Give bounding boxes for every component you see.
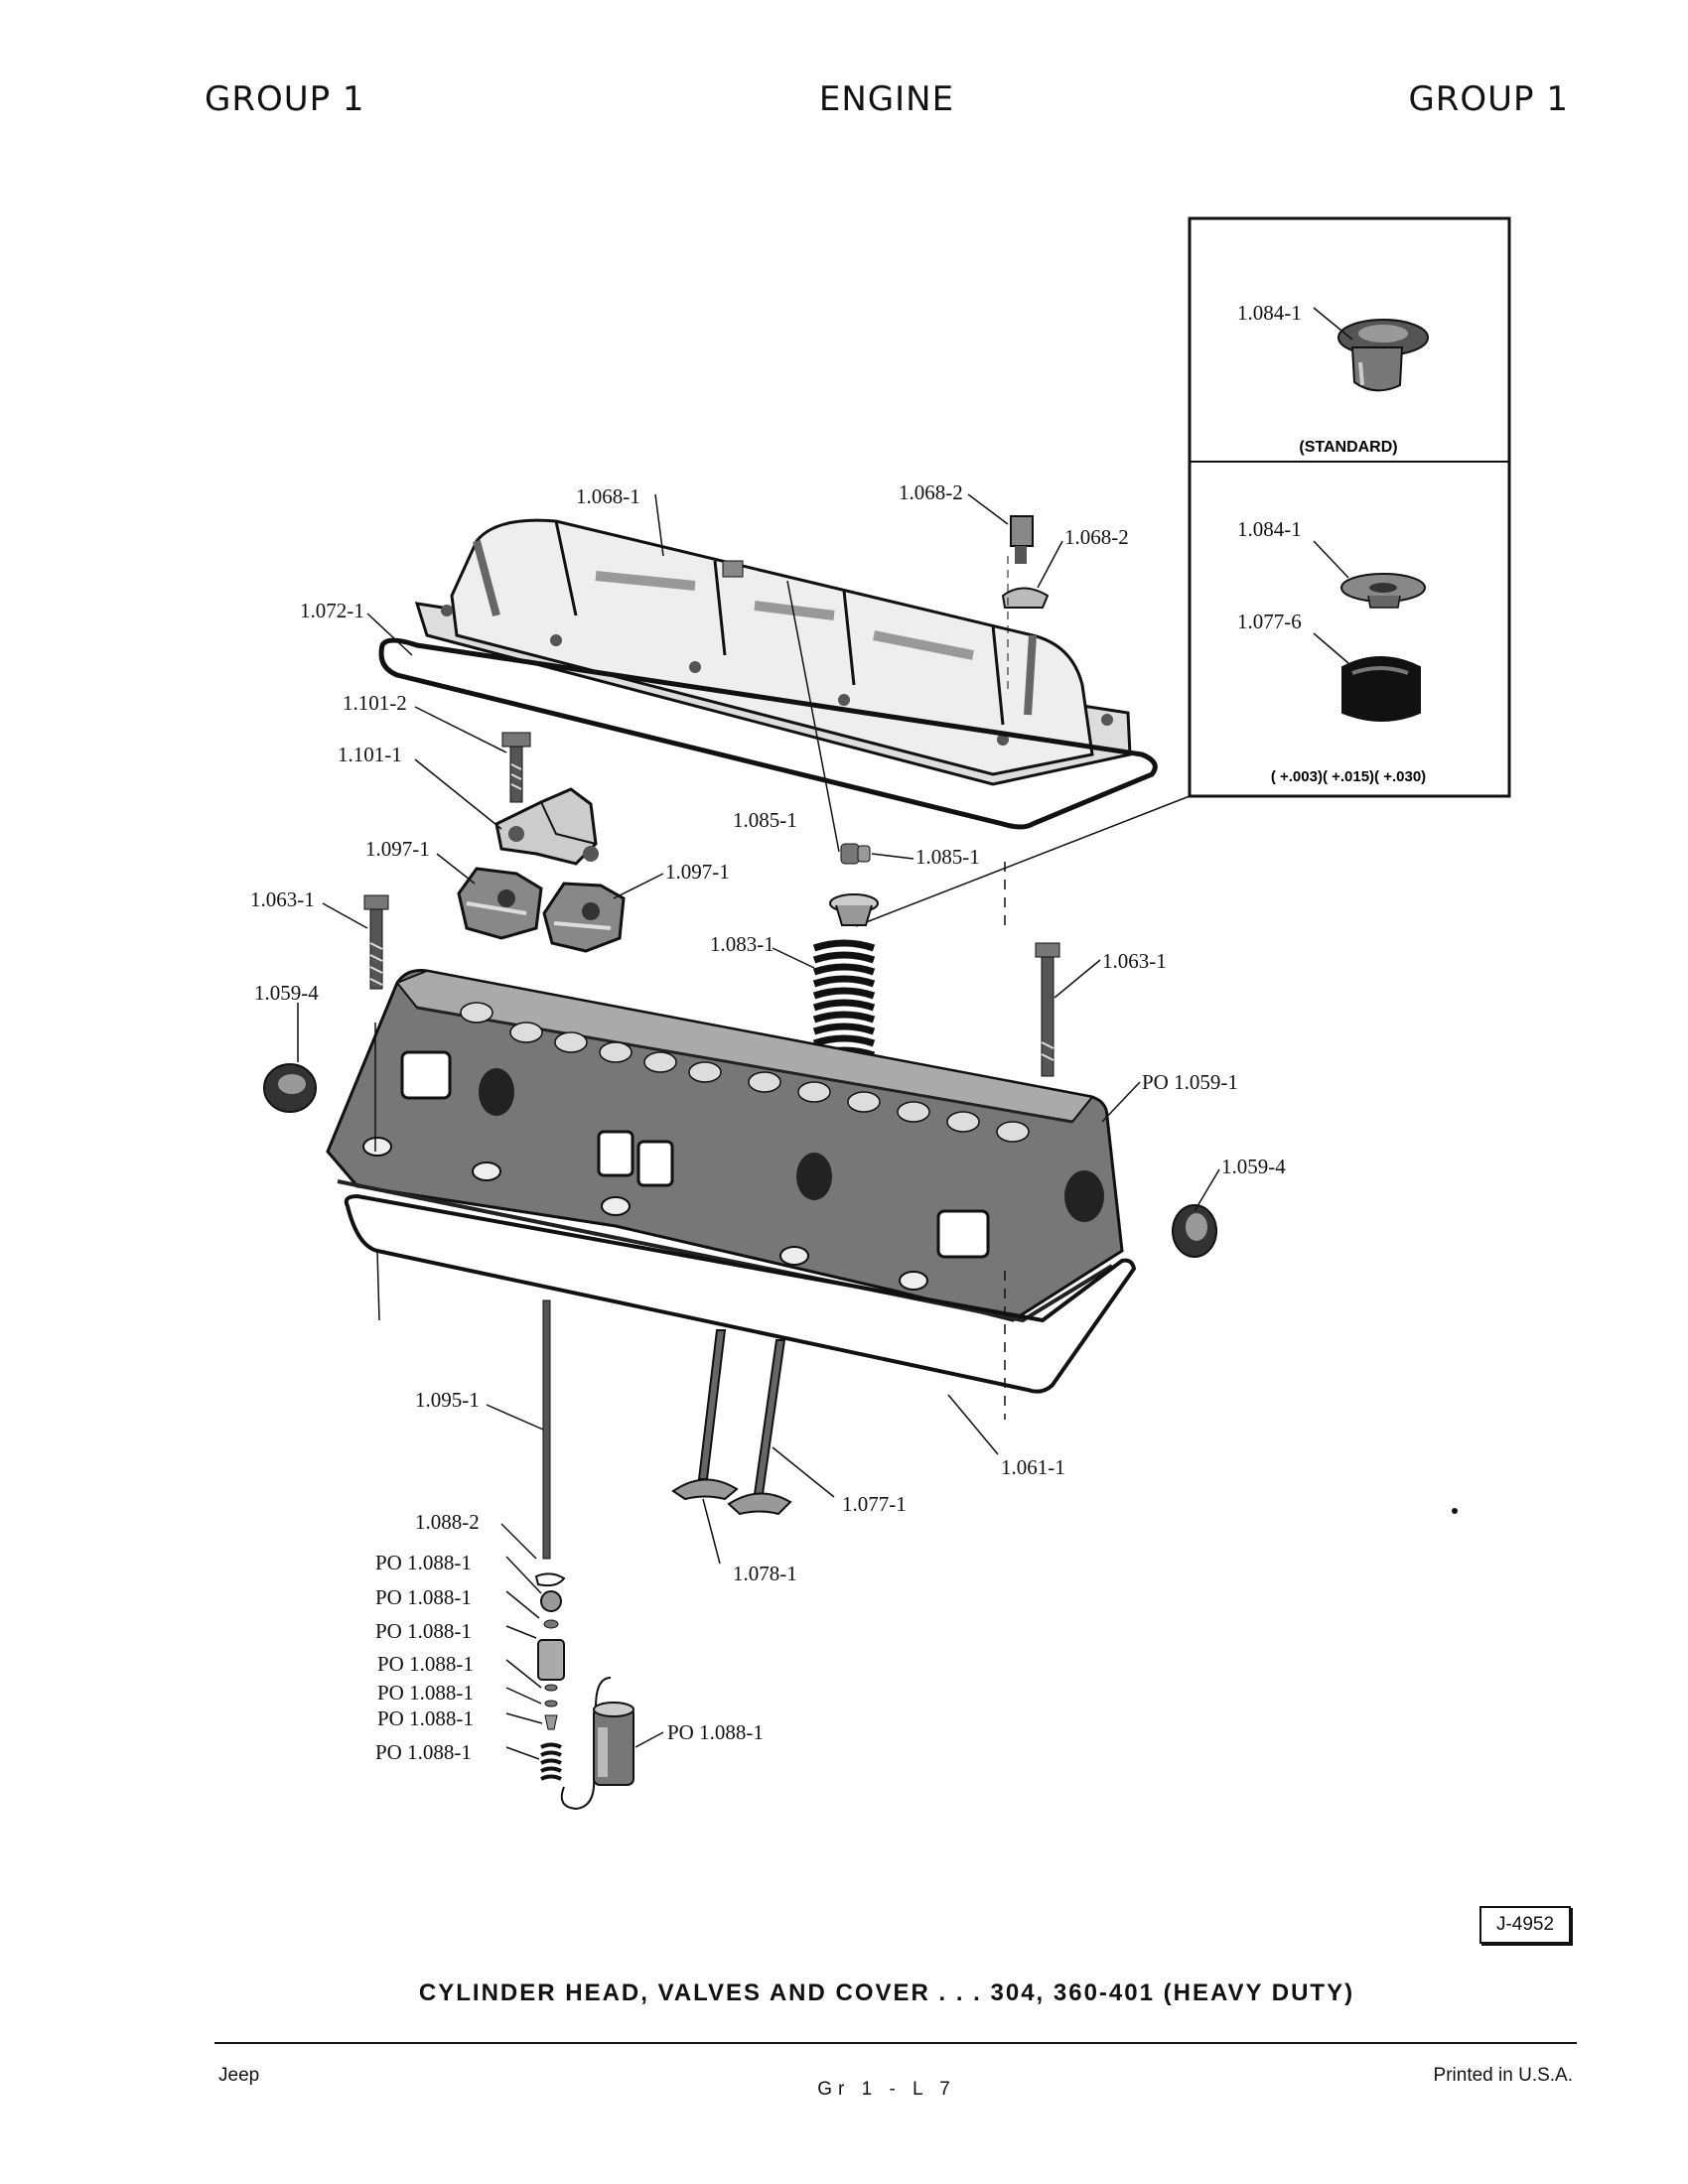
- callout-po-1.088-1-h: PO 1.088-1: [667, 1720, 764, 1744]
- breather-stud-illustration: [1001, 515, 1050, 609]
- callout-1.097-1-left: 1.097-1: [365, 837, 430, 861]
- section-header-engine: ENGINE: [818, 79, 955, 119]
- valve-shield-illustration: [1341, 656, 1421, 722]
- callout-1.063-1-left: 1.063-1: [250, 887, 315, 911]
- callout-1.085-1-upper: 1.085-1: [733, 808, 797, 832]
- callout-po-1.088-1-a: PO 1.088-1: [375, 1551, 472, 1574]
- valve-spring-illustration: [812, 939, 876, 1062]
- callout-1.068-2-stud: 1.068-2: [899, 480, 963, 504]
- hydraulic-lifter-parts-illustration: [534, 1572, 612, 1811]
- callout-1.088-2: 1.088-2: [415, 1510, 480, 1534]
- callout-1.063-1-right: 1.063-1: [1102, 949, 1167, 973]
- footer-page-ref: Gr 1 - L 7: [817, 2079, 956, 2100]
- callout-1.085-1-lower: 1.085-1: [915, 845, 980, 869]
- footer-rule: [214, 2042, 1577, 2044]
- rocker-pivot-illustration: [494, 787, 599, 866]
- callout-po-1.088-1-b: PO 1.088-1: [375, 1585, 472, 1609]
- callout-1.072-1: 1.072-1: [300, 599, 364, 622]
- push-rod-illustration: [542, 1299, 551, 1560]
- figure-id-box: J-4952: [1479, 1906, 1571, 1944]
- callout-1.097-1-right: 1.097-1: [665, 860, 730, 884]
- valve-seal-standard-illustration: [1337, 319, 1429, 392]
- inset-box: [1188, 216, 1511, 798]
- callout-po-1.088-1-d: PO 1.088-1: [377, 1652, 474, 1676]
- valve-seal-oversize-illustration: [1340, 573, 1426, 609]
- head-gasket-illustration: [344, 1193, 1137, 1394]
- cover-gasket-illustration: [378, 637, 1158, 830]
- inset-caption-oversize: ( +.003)( +.015)( +.030): [1271, 768, 1426, 785]
- callout-1.101-1: 1.101-1: [338, 743, 402, 766]
- callout-1.077-1: 1.077-1: [842, 1492, 907, 1516]
- callout-1.077-6: 1.077-6: [1237, 610, 1302, 633]
- intake-valve-illustration: [671, 1329, 739, 1501]
- callout-1.101-2: 1.101-2: [343, 691, 407, 715]
- callout-po-1.059-1: PO 1.059-1: [1142, 1070, 1238, 1094]
- inset-caption-standard: (STANDARD): [1299, 439, 1397, 456]
- valve-locks-illustration: [840, 843, 871, 865]
- callout-1.095-1: 1.095-1: [415, 1388, 480, 1412]
- footer-printed: Printed in U.S.A.: [1433, 2065, 1573, 2086]
- callout-1.084-1-standard: 1.084-1: [1237, 301, 1302, 325]
- callout-1.078-1: 1.078-1: [733, 1562, 797, 1585]
- expansion-plug-right-illustration: [1172, 1204, 1217, 1258]
- footer-brand: Jeep: [218, 2065, 260, 2086]
- callout-1.068-1: 1.068-1: [576, 484, 640, 508]
- callout-1.061-1: 1.061-1: [1001, 1455, 1065, 1479]
- callout-1.068-2-washer: 1.068-2: [1064, 525, 1129, 549]
- rocker-bolt-illustration: [501, 732, 531, 803]
- callout-1.083-1: 1.083-1: [710, 932, 774, 956]
- valve-cover-illustration: [414, 518, 1132, 786]
- expansion-plug-left-illustration: [263, 1063, 317, 1113]
- rocker-arm-right-illustration: [542, 882, 626, 953]
- lifter-body-illustration: [593, 1702, 634, 1786]
- group-header-right: GROUP 1: [1408, 79, 1569, 119]
- callout-1.059-4-left: 1.059-4: [254, 981, 319, 1005]
- cylinder-head-illustration: [326, 969, 1124, 1323]
- callout-1.059-4-right: 1.059-4: [1221, 1155, 1286, 1178]
- callout-po-1.088-1-f: PO 1.088-1: [377, 1706, 474, 1730]
- stray-dot: [1452, 1508, 1458, 1514]
- callout-po-1.088-1-e: PO 1.088-1: [377, 1681, 474, 1705]
- exhaust-valve-illustration: [727, 1339, 792, 1516]
- callout-po-1.088-1-g: PO 1.088-1: [375, 1740, 472, 1764]
- callout-1.084-1-oversize: 1.084-1: [1237, 517, 1302, 541]
- valve-retainer-illustration: [829, 893, 879, 926]
- head-bolt-right-illustration: [1035, 942, 1060, 1077]
- head-bolt-left-illustration: [363, 894, 389, 990]
- callout-po-1.088-1-c: PO 1.088-1: [375, 1619, 472, 1643]
- group-header-left: GROUP 1: [205, 79, 365, 119]
- rocker-arm-left-illustration: [457, 867, 543, 940]
- figure-caption: CYLINDER HEAD, VALVES AND COVER . . . 30…: [418, 1979, 1355, 2006]
